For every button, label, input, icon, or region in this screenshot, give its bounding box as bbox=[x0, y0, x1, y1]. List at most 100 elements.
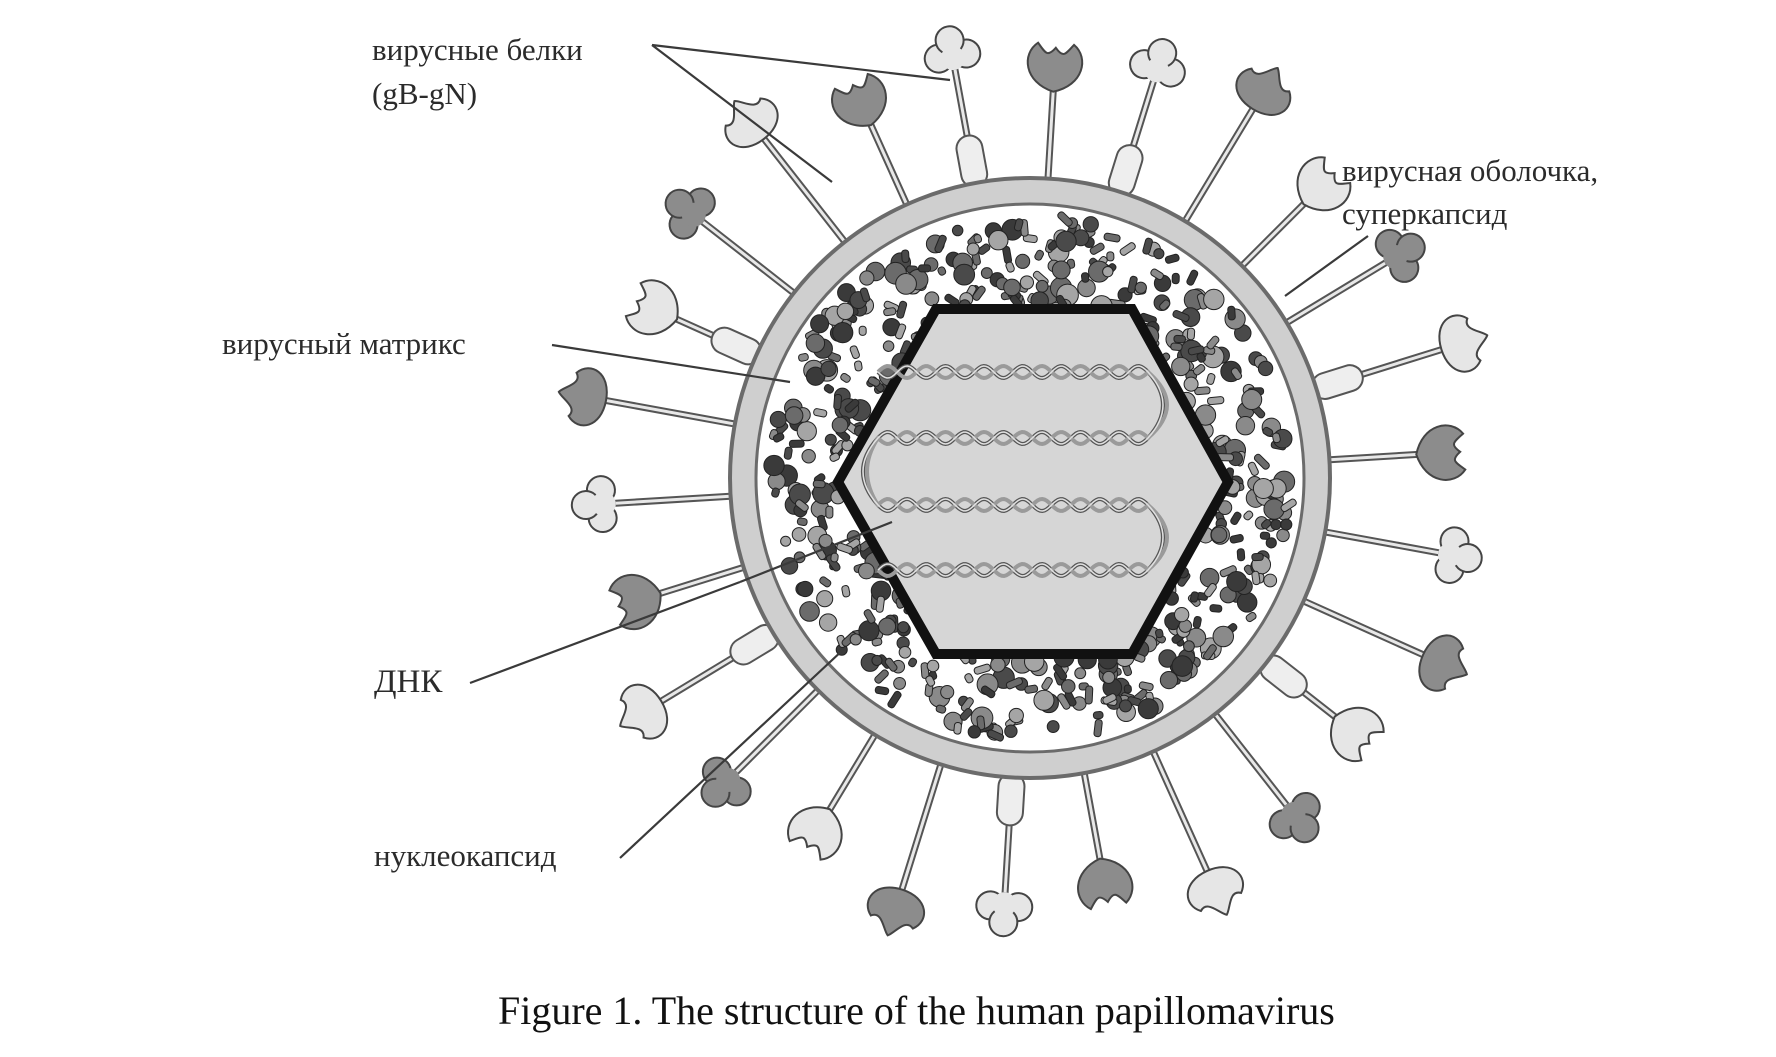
matrix-particle bbox=[1215, 435, 1230, 448]
matrix-particle bbox=[1262, 426, 1274, 437]
matrix-particle bbox=[1103, 232, 1121, 243]
spike-stem-core bbox=[652, 562, 754, 598]
matrix-particle bbox=[830, 552, 839, 563]
spike-head bbox=[1077, 857, 1134, 911]
spike-stem-core bbox=[1319, 452, 1425, 462]
matrix-particle bbox=[871, 654, 883, 666]
matrix-particle bbox=[1194, 386, 1211, 396]
matrix-particle bbox=[988, 230, 1009, 251]
spike bbox=[1231, 156, 1352, 277]
leader-matrix bbox=[551, 343, 791, 384]
matrix-particle bbox=[953, 263, 976, 286]
spike-head bbox=[1374, 228, 1426, 283]
matrix-particle bbox=[1236, 548, 1246, 562]
matrix-particle bbox=[816, 590, 834, 608]
leader-dna bbox=[469, 580, 741, 685]
matrix-particle bbox=[882, 340, 895, 352]
matrix-particle bbox=[1183, 376, 1199, 392]
matrix-particle bbox=[1092, 711, 1104, 720]
matrix-particle bbox=[953, 721, 962, 735]
matrix-particle bbox=[849, 633, 862, 646]
spike bbox=[975, 763, 1034, 938]
spike-stem-core bbox=[824, 725, 882, 817]
spike-head-shape bbox=[1026, 41, 1084, 93]
spike-stem-core bbox=[1207, 705, 1288, 806]
matrix-particle bbox=[884, 657, 898, 672]
matrix-particle bbox=[1229, 534, 1244, 544]
spike-head-shape bbox=[608, 574, 662, 631]
spike-head-shape bbox=[1329, 706, 1385, 763]
spike-head bbox=[1026, 41, 1084, 93]
spike-head bbox=[570, 475, 618, 534]
matrix-particle bbox=[1142, 237, 1153, 255]
matrix-particle bbox=[1102, 670, 1116, 684]
matrix-particle bbox=[1051, 260, 1071, 280]
spike bbox=[1311, 526, 1483, 584]
spike bbox=[570, 475, 745, 534]
matrix-particle bbox=[798, 353, 809, 362]
matrix-particle bbox=[824, 433, 837, 446]
matrix-particle bbox=[1207, 396, 1225, 406]
spike-head-shape bbox=[1418, 634, 1468, 692]
label-viral-envelope: вирусная оболочка, bbox=[1342, 153, 1598, 188]
matrix-particle bbox=[940, 685, 955, 700]
matrix-particle bbox=[1015, 253, 1031, 269]
label-supercapsid: суперкапсид bbox=[1342, 196, 1508, 231]
matrix-particle bbox=[1119, 242, 1136, 256]
matrix-particle bbox=[1123, 684, 1132, 694]
matrix-particle bbox=[867, 376, 881, 387]
leader-proteins-2 bbox=[651, 44, 833, 183]
matrix-particle bbox=[859, 270, 875, 286]
spike-head bbox=[557, 367, 608, 427]
matrix-particle bbox=[780, 535, 792, 547]
matrix-particle bbox=[973, 663, 991, 675]
spike bbox=[787, 722, 884, 861]
matrix-particle bbox=[896, 300, 908, 319]
matrix-particle bbox=[895, 273, 917, 295]
matrix-particle bbox=[1187, 345, 1205, 356]
spike-head-lobe bbox=[1144, 58, 1169, 83]
matrix-particle bbox=[1106, 251, 1115, 262]
spike-stem-core bbox=[702, 221, 803, 301]
spike bbox=[831, 72, 915, 218]
matrix-particle bbox=[959, 707, 973, 721]
matrix-particle bbox=[1230, 511, 1242, 526]
matrix-particle bbox=[1199, 567, 1220, 588]
matrix-particle bbox=[1170, 342, 1183, 351]
spike-head-shape bbox=[1296, 156, 1352, 212]
matrix-particle bbox=[1259, 531, 1271, 540]
matrix-particle bbox=[1159, 299, 1171, 311]
matrix-particle bbox=[967, 725, 982, 739]
matrix-particle bbox=[973, 233, 983, 244]
matrix-particle bbox=[819, 576, 832, 588]
spike bbox=[866, 751, 948, 937]
matrix-particle bbox=[1203, 288, 1225, 311]
spike-head-lobe bbox=[992, 892, 1017, 917]
spike-stem-core bbox=[735, 682, 827, 773]
matrix-particle bbox=[1003, 278, 1021, 297]
spike-stem-core bbox=[1178, 104, 1257, 231]
dna-strand bbox=[861, 363, 1169, 579]
matrix-particle bbox=[1280, 518, 1293, 531]
label-viral-proteins: вирусные белки bbox=[372, 32, 583, 67]
matrix-particle bbox=[836, 302, 855, 321]
spike-head-shape bbox=[624, 279, 679, 336]
matrix-particle bbox=[1263, 573, 1278, 588]
spike-head bbox=[700, 756, 752, 808]
matrix-particle bbox=[833, 393, 843, 411]
matrix-particle bbox=[1243, 510, 1254, 521]
matrix-particle bbox=[898, 645, 912, 659]
spike bbox=[1176, 66, 1292, 234]
matrix-particle bbox=[1183, 640, 1195, 653]
spike bbox=[1112, 38, 1186, 205]
matrix-particle bbox=[1171, 272, 1180, 285]
spike-stem-core bbox=[1293, 595, 1428, 658]
spike-stem-core bbox=[1233, 197, 1311, 274]
spike-stem-core bbox=[866, 117, 913, 215]
matrix-particle bbox=[796, 517, 808, 527]
spike-head bbox=[923, 25, 982, 74]
matrix-particle bbox=[951, 224, 964, 237]
matrix-particle bbox=[980, 267, 993, 279]
matrix-particle bbox=[1272, 432, 1281, 444]
matrix-particle bbox=[990, 656, 1006, 673]
